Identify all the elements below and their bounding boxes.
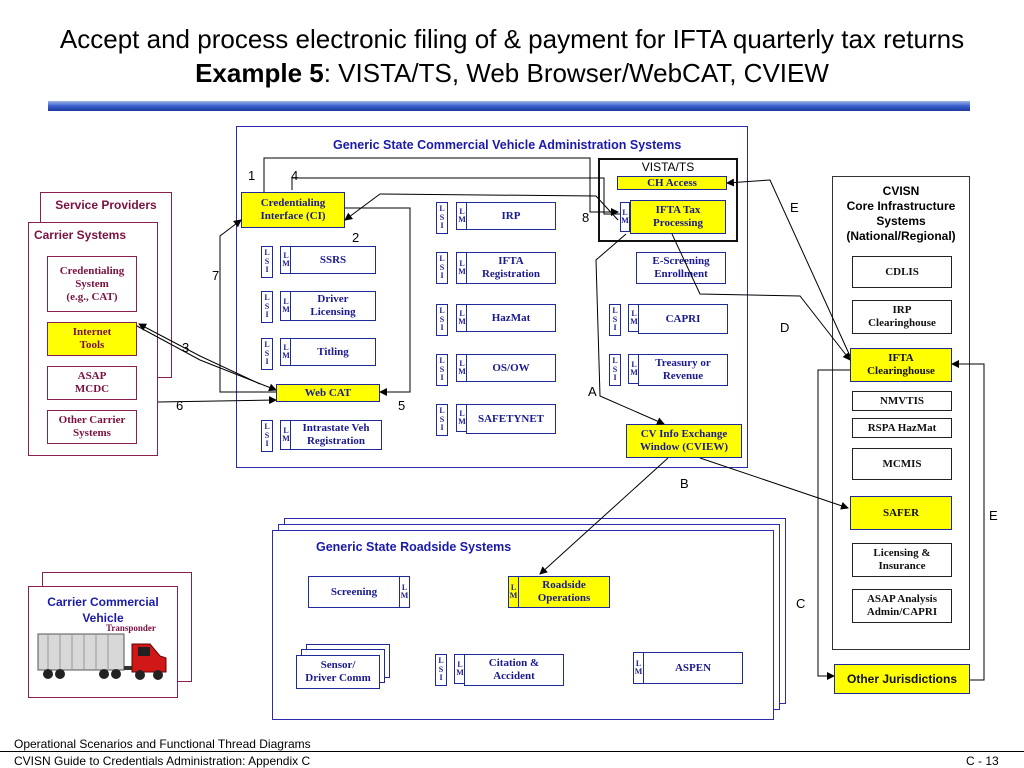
flow-label-e: E [790,200,799,215]
footer-doc-title: CVISN Guide to Credentials Administratio… [14,754,311,768]
hazmat-box[interactable]: HazMat [466,304,556,332]
flow-label-5: 5 [398,398,406,413]
carrier-vehicle-label: Carrier Commercial Vehicle [47,595,159,625]
lsi-tag: L S I [436,304,448,336]
title-rule [48,101,970,111]
e-screening-enrollment-box[interactable]: E-Screening Enrollment [636,252,726,284]
page-title: Accept and process electronic filing of … [59,24,965,54]
asap-analysis-box[interactable]: ASAP Analysis Admin/CAPRI [852,589,952,623]
lsi-tag: L S I [436,354,448,386]
lsi-tag: L S I [261,338,273,370]
ssrs-box[interactable]: SSRS [290,246,376,274]
lsi-tag: L S I [609,304,621,336]
flow-label-8: 8 [582,210,590,225]
rspa-hazmat-box[interactable]: RSPA HazMat [852,418,952,438]
ifta-clearinghouse-box[interactable]: IFTA Clearinghouse [850,348,952,382]
lm-tag: L M [456,252,468,284]
footer-section: Operational Scenarios and Functional Thr… [14,737,311,751]
lm-tag: L M [620,202,630,232]
flow-label-6: 6 [176,398,184,413]
other-jurisdictions-box[interactable]: Other Jurisdictions [834,664,970,694]
lsi-tag: L S I [436,404,448,436]
irp-clearinghouse-box[interactable]: IRP Clearinghouse [852,300,952,334]
asap-mcdc-box[interactable]: ASAP MCDC [47,366,137,400]
flow-label-3: 3 [182,340,190,355]
lsi-tag: L S I [261,420,273,452]
safetynet-box[interactable]: SAFETYNET [466,404,556,434]
lsi-tag: L S I [436,202,448,234]
page-subtitle: Example 5: VISTA/TS, Web Browser/WebCAT,… [195,58,829,88]
ifta-tax-processing-box[interactable]: IFTA Tax Processing [630,200,726,234]
capri-box[interactable]: CAPRI [638,304,728,334]
other-carrier-systems-box[interactable]: Other Carrier Systems [47,410,137,444]
roadside-title: Generic State Roadside Systems [316,540,512,554]
sensor-driver-comm-box[interactable]: Sensor/ Driver Comm [296,655,380,689]
credentialing-system-box[interactable]: Credentialing System (e.g., CAT) [47,256,137,312]
flow-label-e: E [989,508,998,523]
lm-tag: L M [280,246,292,274]
ch-access-box[interactable]: CH Access [617,176,727,190]
intrastate-veh-registration-box[interactable]: Intrastate Veh Registration [290,420,382,450]
cdlis-box[interactable]: CDLIS [852,256,952,288]
flow-label-4: 4 [291,168,299,183]
aspen-box[interactable]: ASPEN [643,652,743,684]
flow-label-7: 7 [212,268,220,283]
lm-tag: L M [399,576,410,608]
nmvtis-box[interactable]: NMVTIS [852,391,952,411]
irp-box[interactable]: IRP [466,202,556,230]
flow-label-b: B [680,476,689,491]
internet-tools-box[interactable]: Internet Tools [47,322,137,356]
lsi-tag: L S I [261,246,273,278]
vista-ts-label: VISTA/TS [641,160,695,174]
lm-tag: L M [456,304,468,332]
flow-label-c: C [796,596,806,611]
titling-box[interactable]: Titling [290,338,376,366]
transponder-label: Transponder [106,623,156,633]
flow-label-1: 1 [248,168,256,183]
flow-label-a: A [588,384,597,399]
lsi-tag: L S I [609,354,621,386]
cvisn-title: CVISN Core Infrastructure Systems (Natio… [846,184,956,243]
carrier-systems-title: Carrier Systems [33,228,127,242]
roadside-operations-box[interactable]: Roadside Operations [518,576,610,608]
citation-accident-box[interactable]: Citation & Accident [464,654,564,686]
credentialing-interface-box[interactable]: Credentialing Interface (CI) [241,192,345,228]
mcmis-box[interactable]: MCMIS [852,448,952,480]
flow-label-2: 2 [352,230,360,245]
footer-rule [0,751,1024,752]
lsi-tag: L S I [261,291,273,323]
flow-label-d: D [780,320,790,335]
safer-box[interactable]: SAFER [850,496,952,530]
driver-licensing-box[interactable]: Driver Licensing [290,291,376,321]
osow-box[interactable]: OS/OW [466,354,556,382]
service-providers-title: Service Providers [55,198,157,212]
treasury-revenue-box[interactable]: Treasury or Revenue [638,354,728,386]
truck-icon [37,633,167,680]
lsi-tag: L S I [435,654,447,686]
ifta-registration-box[interactable]: IFTA Registration [466,252,556,284]
cview-box[interactable]: CV Info Exchange Window (CVIEW) [626,424,742,458]
licensing-insurance-box[interactable]: Licensing & Insurance [852,543,952,577]
footer-page-number: C - 13 [966,754,999,768]
lsi-tag: L S I [436,252,448,284]
state-cva-title: Generic State Commercial Vehicle Adminis… [333,138,682,152]
